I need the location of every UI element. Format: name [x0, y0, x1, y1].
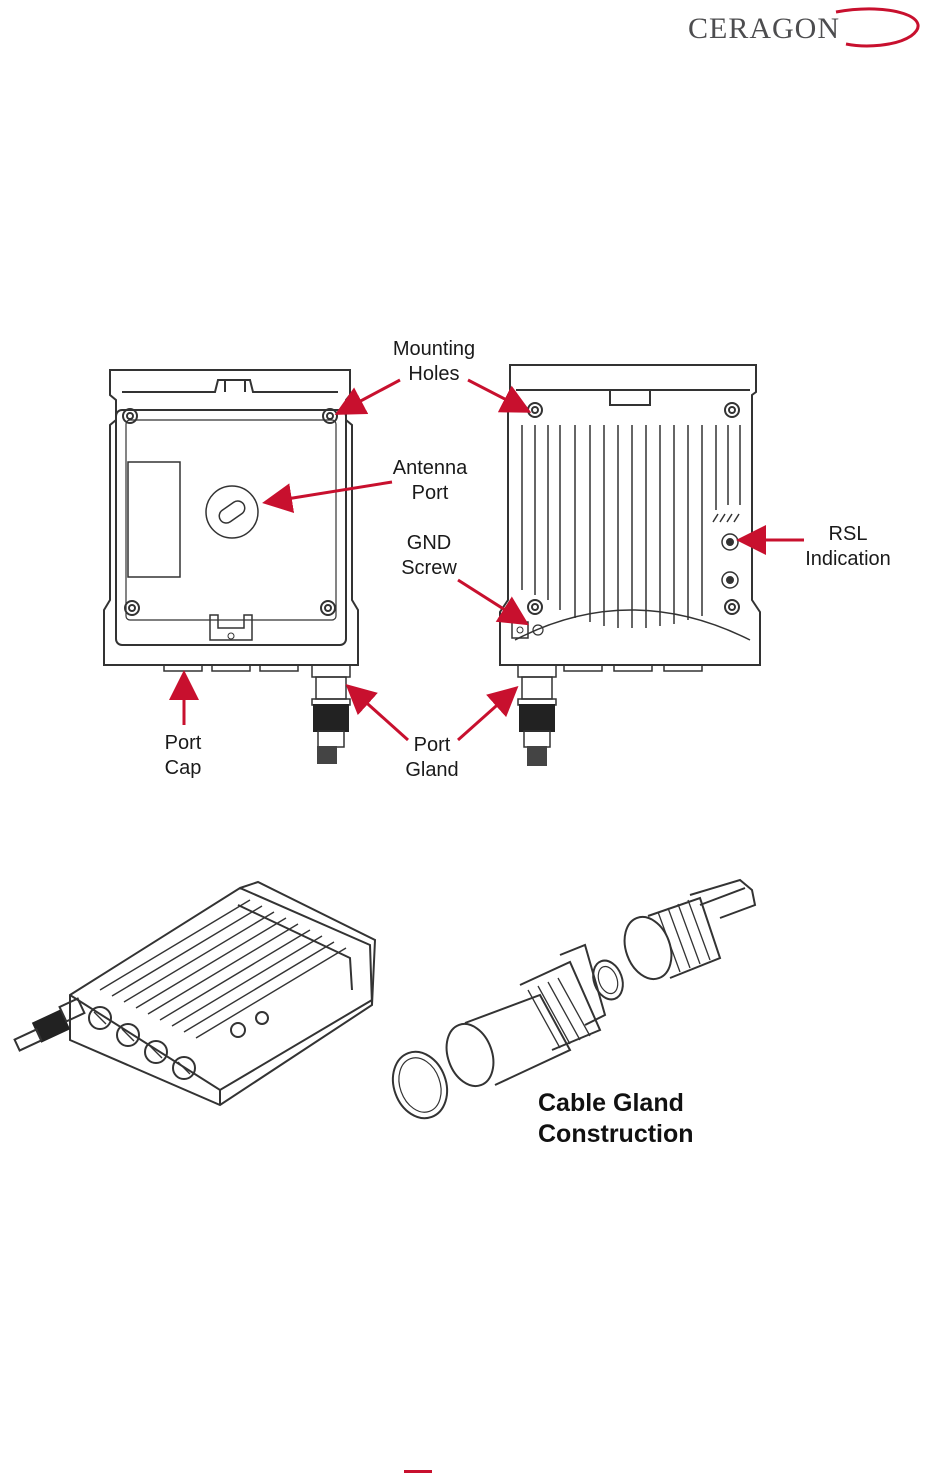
rear-view-unit [500, 365, 760, 765]
arrow-antenna-port [268, 482, 392, 502]
arrow-gnd-screw [458, 580, 524, 622]
callout-arrows [184, 380, 804, 740]
isometric-unit [15, 882, 375, 1105]
front-view-unit [104, 370, 358, 763]
footer-accent-bar [404, 1470, 432, 1473]
